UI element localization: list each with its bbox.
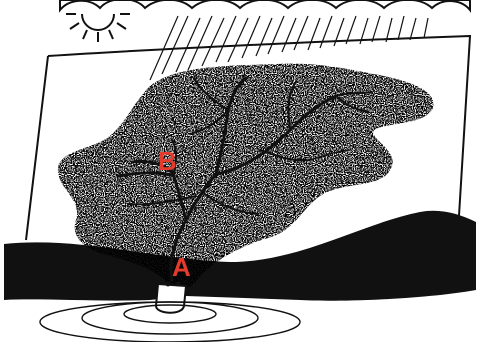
sun-icon — [66, 14, 130, 42]
outlet-marker — [166, 282, 171, 287]
outlet-marker — [176, 282, 181, 287]
point-a-label: A — [172, 252, 191, 282]
outlet-stream — [156, 284, 186, 313]
cloud-icon — [60, 0, 470, 10]
point-b-label: B — [158, 146, 177, 176]
